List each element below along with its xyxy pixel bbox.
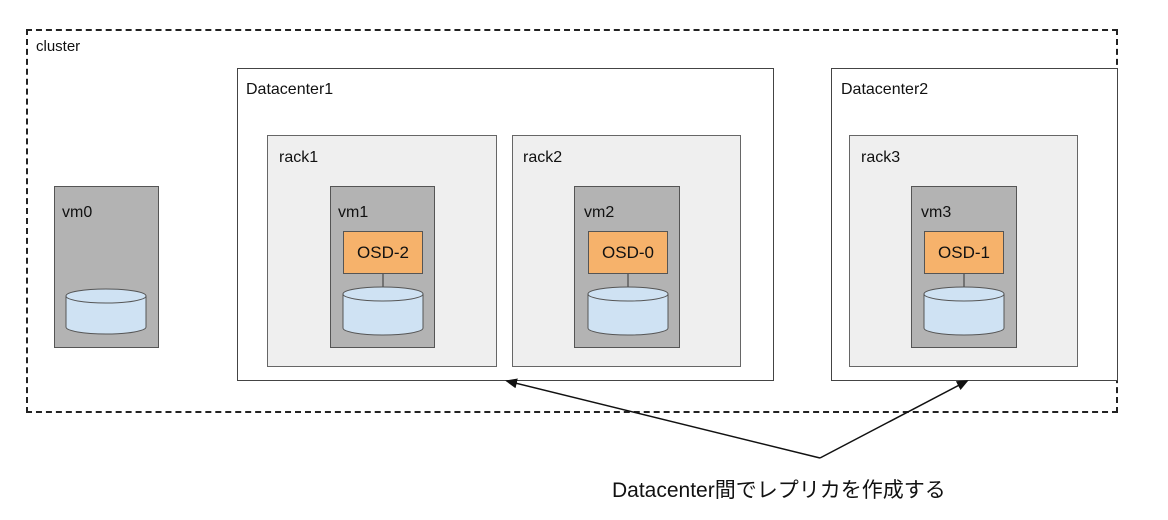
- osd-0-box: OSD-0: [588, 231, 668, 274]
- osd-2-box: OSD-2: [343, 231, 423, 274]
- cluster-label: cluster: [36, 38, 81, 55]
- rack2-label: rack2: [523, 149, 563, 166]
- osd-1-box: OSD-1: [924, 231, 1004, 274]
- rack1-label: rack1: [279, 149, 319, 166]
- datacenter1-label: Datacenter1: [246, 81, 334, 98]
- arrow-to-datacenter1: [505, 378, 821, 459]
- arrow-to-datacenter2: [819, 380, 969, 459]
- vm1-disk-icon: [342, 286, 424, 336]
- rack3-label: rack3: [861, 149, 901, 166]
- vm3-label: vm3: [921, 204, 952, 221]
- vm0-disk-icon: [65, 288, 147, 335]
- vm2-label: vm2: [584, 204, 615, 221]
- vm2-disk-icon: [587, 286, 669, 336]
- vm3-disk-icon: [923, 286, 1005, 336]
- datacenter2-label: Datacenter2: [841, 81, 929, 98]
- vm0-label: vm0: [62, 204, 93, 221]
- vm1-label: vm1: [338, 204, 369, 221]
- replication-caption: Datacenter間でレプリカを作成する: [612, 479, 946, 502]
